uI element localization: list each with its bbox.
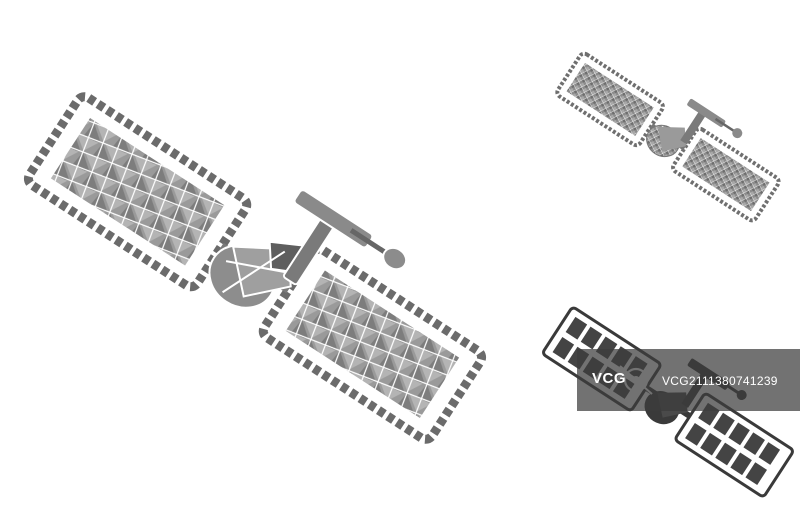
solar-panel-cells xyxy=(50,117,225,266)
solar-panel-frame xyxy=(23,92,252,292)
antenna xyxy=(282,189,408,286)
watermark-brand: VCG xyxy=(592,370,627,387)
solar-panel-frame xyxy=(671,126,781,223)
solar-panel-cells xyxy=(285,270,460,419)
watermark-id: VCG2111380741239 xyxy=(662,374,778,388)
satellite-body xyxy=(208,240,307,309)
solar-panel-frame xyxy=(555,51,665,148)
solar-panel-frame xyxy=(258,244,487,444)
watermark-band xyxy=(577,349,800,411)
satellite-mosaic-small xyxy=(555,51,781,223)
satellite-mosaic-large xyxy=(23,92,487,444)
